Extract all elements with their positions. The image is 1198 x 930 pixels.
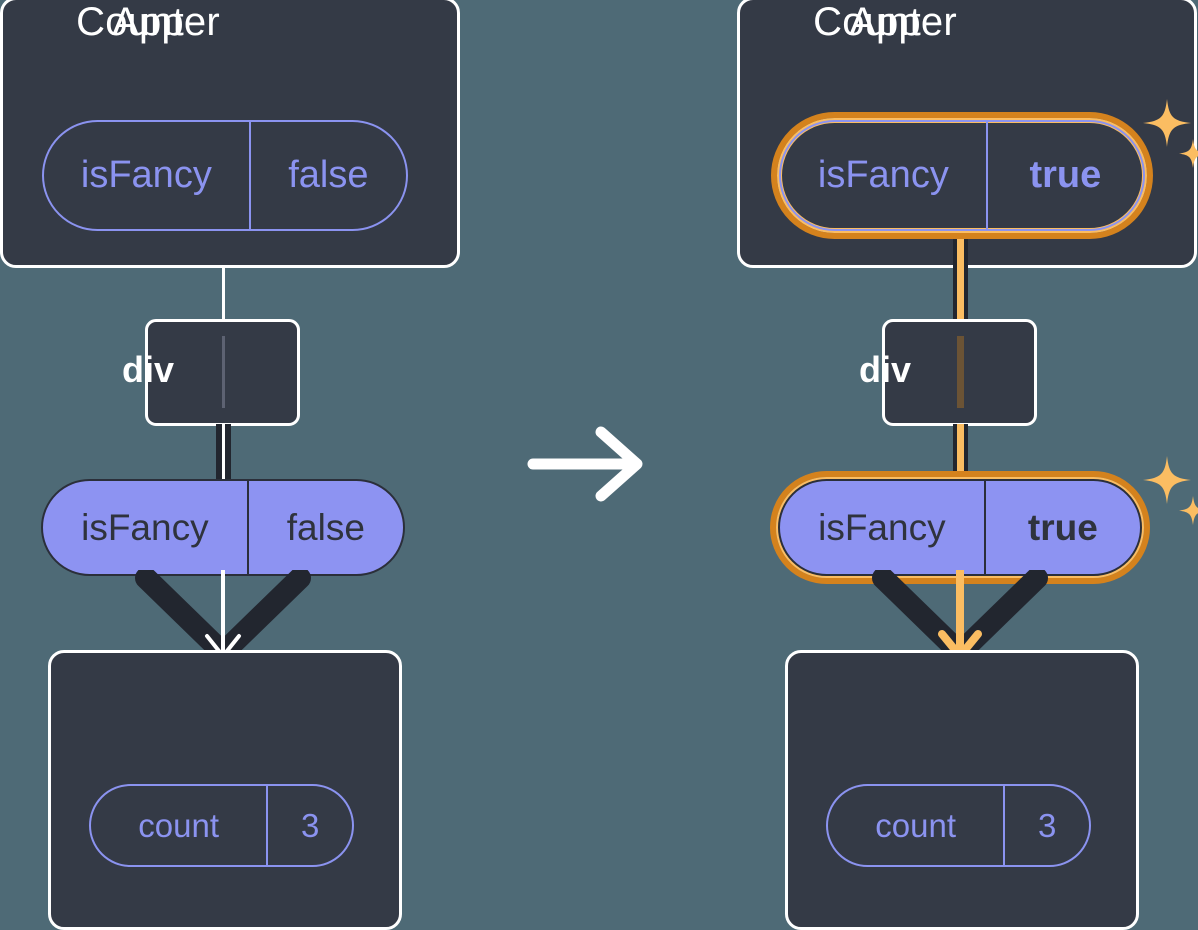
counter-state-pill-after: count 3 [826,784,1091,867]
props-key: isFancy [81,506,209,548]
app-title: App [112,0,184,44]
wire-through-div [222,336,225,408]
div-label-after: div [858,349,911,390]
wire-div-to-props-highlight [957,424,964,482]
counter-state-key: count [138,806,220,844]
app-state-value: false [248,122,406,229]
props-pill-after: isFancy true [778,479,1142,576]
app-title-after: App [849,0,921,44]
panel-after: App isFancy true div isFancy true [585,0,1198,930]
app-state-key-after: isFancy [817,154,949,196]
props-value: false [246,481,403,574]
props-down-arrow [135,570,311,661]
app-state-key: isFancy [80,154,212,196]
wire-app-to-div [222,268,225,321]
counter-title: Counter [76,0,220,44]
transition-arrow-right-icon [527,426,643,502]
props-key-after: isFancy [818,506,946,548]
counter-state-pill: count 3 [89,784,354,867]
wire-through-div-after [957,336,964,408]
props-value-after: true [983,481,1140,574]
sparkle-icon-props [1143,456,1198,525]
panel-before: App isFancy false div isFancy false Co [0,0,460,930]
app-state-pill: isFancy false [42,120,408,231]
app-state-value-after: true [985,122,1143,229]
props-pill: isFancy false [41,479,405,576]
counter-state-value: 3 [266,786,352,865]
counter-state-value-after: 3 [1003,786,1089,865]
app-state-pill-after: isFancy true [779,120,1145,231]
counter-state-key-after: count [875,806,957,844]
wire-div-to-props-stripe [222,424,225,482]
counter-title-after: Counter [813,0,957,44]
wire-app-to-div-highlight [957,228,964,323]
div-label: div [121,349,174,390]
sparkle-icon-app [1143,99,1198,168]
